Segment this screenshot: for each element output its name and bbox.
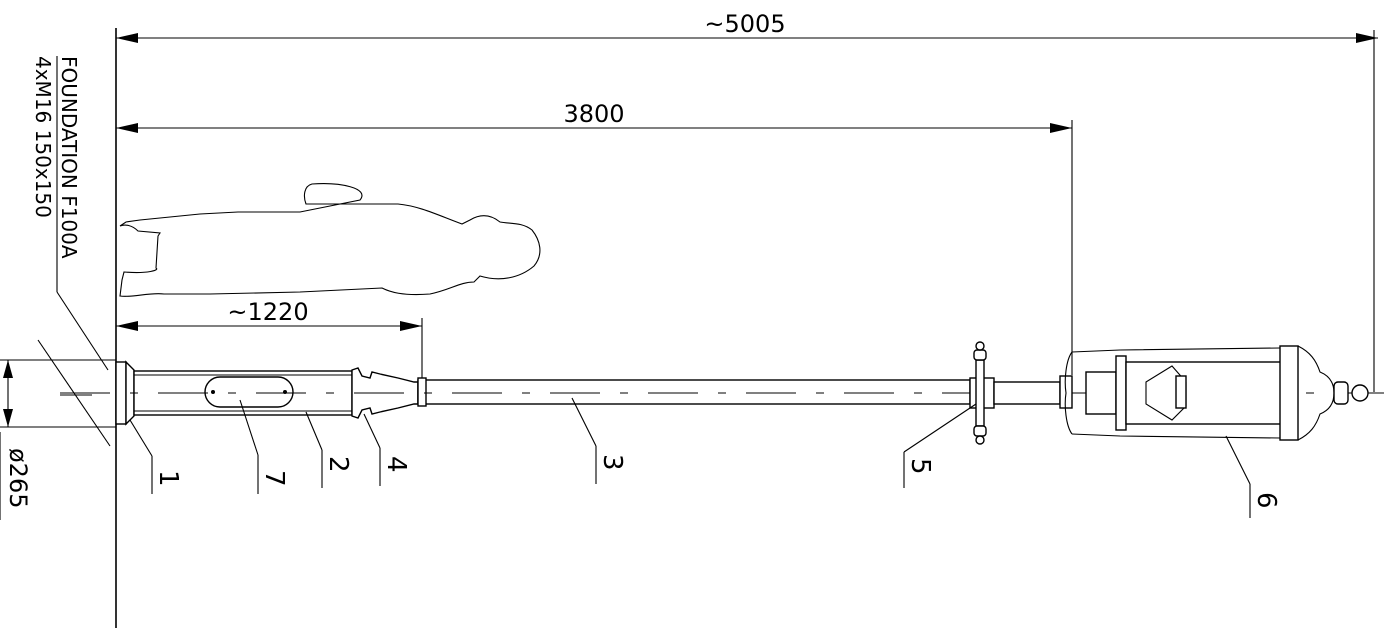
callout-3: 3	[571, 397, 627, 484]
dimension-diameter-label: ø265	[4, 448, 32, 509]
callout-4: 4	[363, 413, 411, 486]
dimension-1220-label: ~1220	[227, 298, 308, 326]
svg-text:2: 2	[323, 456, 353, 473]
access-door	[204, 376, 294, 408]
crossarm	[969, 341, 1061, 445]
callout-2: 2	[305, 411, 353, 488]
svg-text:5: 5	[905, 458, 935, 475]
dimension-3800: 3800	[116, 100, 1073, 375]
svg-text:3: 3	[597, 454, 627, 471]
foundation-line1: FOUNDATION F100A	[57, 56, 81, 259]
base-plate	[115, 361, 127, 425]
foundation-note: FOUNDATION F100A 4xM16 150x150	[31, 56, 109, 371]
svg-text:4: 4	[381, 456, 411, 473]
svg-text:6: 6	[1251, 492, 1281, 509]
dimension-total-label: ~5005	[704, 10, 785, 38]
lantern	[1059, 345, 1369, 441]
callout-7: 7	[239, 399, 289, 494]
main-shaft	[417, 379, 971, 405]
dimension-1220: ~1220	[116, 298, 423, 380]
dimension-total: ~5005	[116, 10, 1378, 392]
callout-5: 5	[903, 403, 977, 488]
svg-text:1: 1	[153, 470, 183, 487]
callout-6: 6	[1225, 435, 1281, 518]
human-silhouette	[119, 183, 541, 297]
callout-1: 1	[129, 419, 183, 494]
svg-text:7: 7	[259, 470, 289, 487]
dimension-3800-label: 3800	[563, 100, 624, 128]
foundation-line2: 4xM16 150x150	[31, 56, 55, 218]
dimension-diameter: ø265	[0, 359, 116, 520]
